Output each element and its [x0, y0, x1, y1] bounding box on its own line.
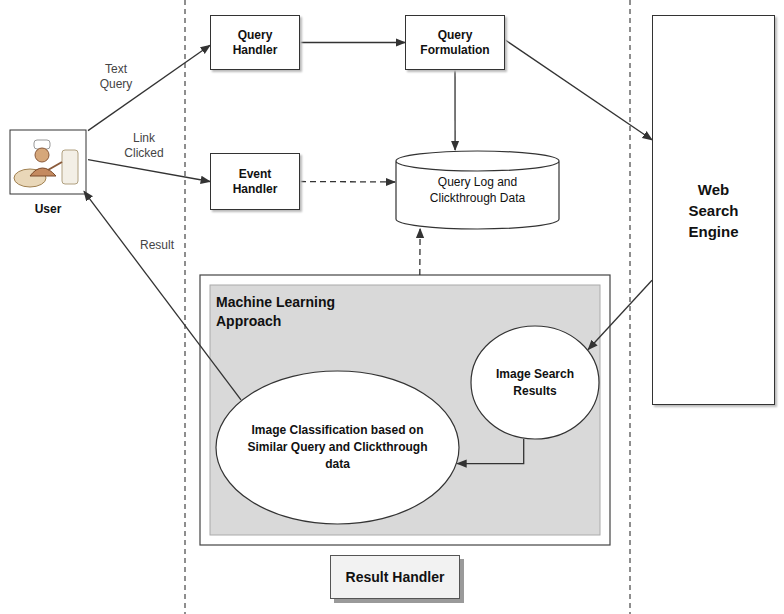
database-cylinder: Query Log and Clickthrough Data	[395, 150, 560, 230]
result-box: Result Handler	[330, 555, 460, 599]
dashed-arrow	[419, 229, 421, 275]
ellipse-outline	[470, 325, 600, 440]
flow-arrow	[88, 45, 210, 130]
node-text: Result Handler	[346, 569, 445, 585]
flow-arrow	[588, 280, 652, 349]
node-text: Query Handler	[215, 28, 295, 58]
user-node: User	[8, 128, 88, 216]
dashed-arrow	[300, 181, 395, 183]
process-box: Event Handler	[210, 153, 300, 210]
classify-ellipse: Image Classification based on Similar Qu…	[215, 370, 460, 525]
node-text: Web Search Engine	[674, 179, 754, 242]
flow-arrow	[300, 42, 405, 43]
cylinder-outline	[395, 150, 560, 230]
edge-label: Result	[134, 238, 180, 253]
node-text: Query Log and Clickthrough Data	[415, 174, 540, 206]
process-box: Web Search Engine	[652, 15, 775, 405]
node-text: Query Formulation	[410, 28, 500, 58]
process-box: Query Handler	[210, 15, 300, 70]
node-text: Image Classification based on Similar Qu…	[237, 422, 438, 473]
gray-region	[210, 285, 600, 535]
user-icon	[10, 130, 86, 194]
flow-arrow	[88, 160, 210, 182]
region-box: Machine Learning ApproachImage Search Re…	[210, 285, 600, 535]
divider-line	[629, 0, 630, 614]
flow-arrow	[457, 439, 523, 464]
flow-arrow	[454, 70, 455, 150]
node-text: Event Handler	[215, 167, 295, 197]
divider-line	[184, 0, 185, 614]
node-text: Machine Learning Approach	[216, 293, 376, 331]
result-circle: Image Search Results	[470, 325, 600, 440]
flow-arrow	[505, 40, 652, 140]
process-box: Query Formulation	[405, 15, 505, 70]
edge-label: Text Query	[93, 62, 139, 92]
outer-frame	[200, 275, 610, 545]
node-text: Image Search Results	[492, 366, 578, 400]
edge-label: Link Clicked	[118, 131, 170, 161]
node-text: User	[35, 202, 62, 216]
